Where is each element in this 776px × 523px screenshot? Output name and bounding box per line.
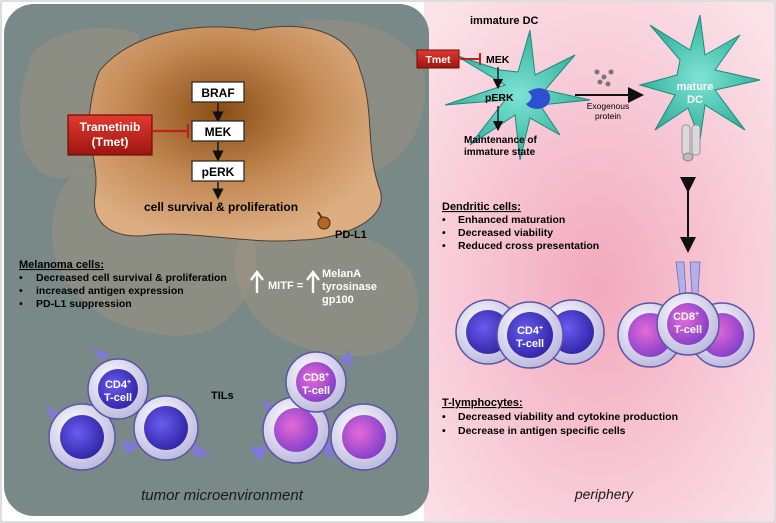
dc-header: Dendritic cells:: [442, 201, 521, 213]
dc-bullet-list: • Enhanced maturation • Decreased viabil…: [442, 214, 599, 252]
tils-label: TILs: [211, 390, 234, 402]
braf-box: BRAF: [191, 81, 245, 103]
cd4-label: CD4+: [517, 325, 543, 337]
mek-box: MEK: [191, 120, 245, 142]
perk-label: pERK: [202, 165, 235, 179]
t-bullet: Decreased viability and cytokine product…: [458, 411, 678, 423]
cd8-til-cluster: CD8+ T-cell: [250, 350, 400, 471]
maintenance-label: immature state: [464, 147, 536, 158]
til-protrusions: [45, 348, 210, 458]
mature-dc-label: DC: [687, 94, 703, 106]
mitf-target: gp100: [322, 294, 354, 306]
tcell-nucleus: [296, 362, 336, 402]
tcell-nucleus: [60, 415, 104, 459]
outcome-label: cell survival & proliferation: [144, 200, 298, 214]
t-bullet-list: • Decreased viability and cytokine produ…: [442, 411, 678, 437]
immature-dc-cell: [444, 29, 591, 161]
dc-bullet: Reduced cross presentation: [458, 240, 599, 252]
tcell-nucleus: [274, 408, 318, 452]
tcell-nucleus: [507, 312, 553, 358]
bullet-dot: •: [442, 411, 446, 423]
tcell-label: T-cell: [302, 385, 330, 397]
inhibition-line: [152, 124, 190, 138]
tcell-label: T-cell: [104, 392, 132, 404]
melanoma-header: Melanoma cells:: [19, 259, 104, 271]
bullet-dot: •: [442, 227, 446, 239]
exogenous-protein-icon: [594, 69, 614, 87]
pdl1-label: PD-L1: [335, 229, 367, 241]
dc-mek-label: MEK: [486, 54, 510, 66]
melanoma-bullet: Decreased cell survival & proliferation: [36, 272, 227, 284]
cd8-label: CD8+: [303, 372, 329, 384]
melanoma-bullet-list: • Decreased cell survival & proliferatio…: [19, 272, 227, 310]
trametinib-box: Trametinib (Tmet): [67, 114, 153, 156]
mitf-target: tyrosinase: [322, 281, 377, 293]
mitf-label: MITF =: [268, 280, 303, 292]
cd4-label: CD4+: [105, 379, 131, 391]
mhc-receptor: [681, 124, 701, 162]
cd4-til-cluster: CD4+ T-cell: [45, 348, 210, 471]
t-header: T-lymphocytes:: [442, 397, 523, 409]
exogenous-label: Exogenous: [587, 101, 630, 111]
trametinib-label: Trametinib: [80, 120, 141, 134]
dc-bullet: Decreased viability: [458, 227, 553, 239]
inhibition-line: [460, 53, 481, 65]
perk-box: pERK: [191, 160, 245, 182]
t-bullet: Decrease in antigen specific cells: [458, 425, 626, 437]
up-arrow-icon: [250, 270, 264, 293]
melanoma-bullet: PD-L1 suppression: [36, 298, 132, 310]
background-cell: [300, 19, 426, 175]
bullet-dot: •: [19, 298, 23, 310]
tcell-label: T-cell: [516, 338, 544, 350]
bullet-dot: •: [442, 425, 446, 437]
tmet-label: Tmet: [425, 54, 451, 66]
tcell-nucleus: [342, 415, 386, 459]
tcell-nucleus: [667, 303, 709, 345]
mek-label: MEK: [205, 125, 232, 139]
bullet-dot: •: [19, 285, 23, 297]
tcell-nucleus: [98, 369, 138, 409]
dc-bullet: Enhanced maturation: [458, 214, 565, 226]
tcell-label: T-cell: [674, 324, 702, 336]
cd4-periphery-cluster: CD4+ T-cell: [455, 299, 605, 369]
tumor-caption: tumor microenvironment: [141, 487, 304, 504]
up-arrow-icon: [306, 270, 320, 293]
maintenance-label: Maintenance of: [464, 135, 537, 146]
tcell-nucleus: [144, 406, 188, 450]
immature-dc-label: immature DC: [470, 15, 539, 27]
tmet-abbrev-label: (Tmet): [92, 135, 129, 149]
dc-nucleus: [526, 88, 551, 109]
mature-dc-label: mature: [677, 81, 714, 93]
mature-dc-cell: [638, 14, 761, 141]
cd8-periphery-cluster: CD8+ T-cell: [617, 261, 755, 368]
pdl1-icon: [317, 216, 331, 230]
mitf-target: MelanA: [322, 268, 361, 280]
braf-label: BRAF: [201, 86, 234, 100]
melanoma-bullet: increased antigen expression: [36, 285, 184, 297]
bullet-dot: •: [442, 214, 446, 226]
exogenous-label: protein: [595, 111, 621, 121]
bullet-dot: •: [19, 272, 23, 284]
dc-perk-label: pERK: [485, 92, 514, 104]
cd8-label: CD8+: [673, 311, 699, 323]
bullet-dot: •: [442, 240, 446, 252]
background-cell: [234, 225, 418, 356]
periphery-caption: periphery: [574, 486, 634, 502]
pdl1-stalk: [317, 211, 323, 219]
tmet-box: Tmet: [416, 49, 460, 69]
